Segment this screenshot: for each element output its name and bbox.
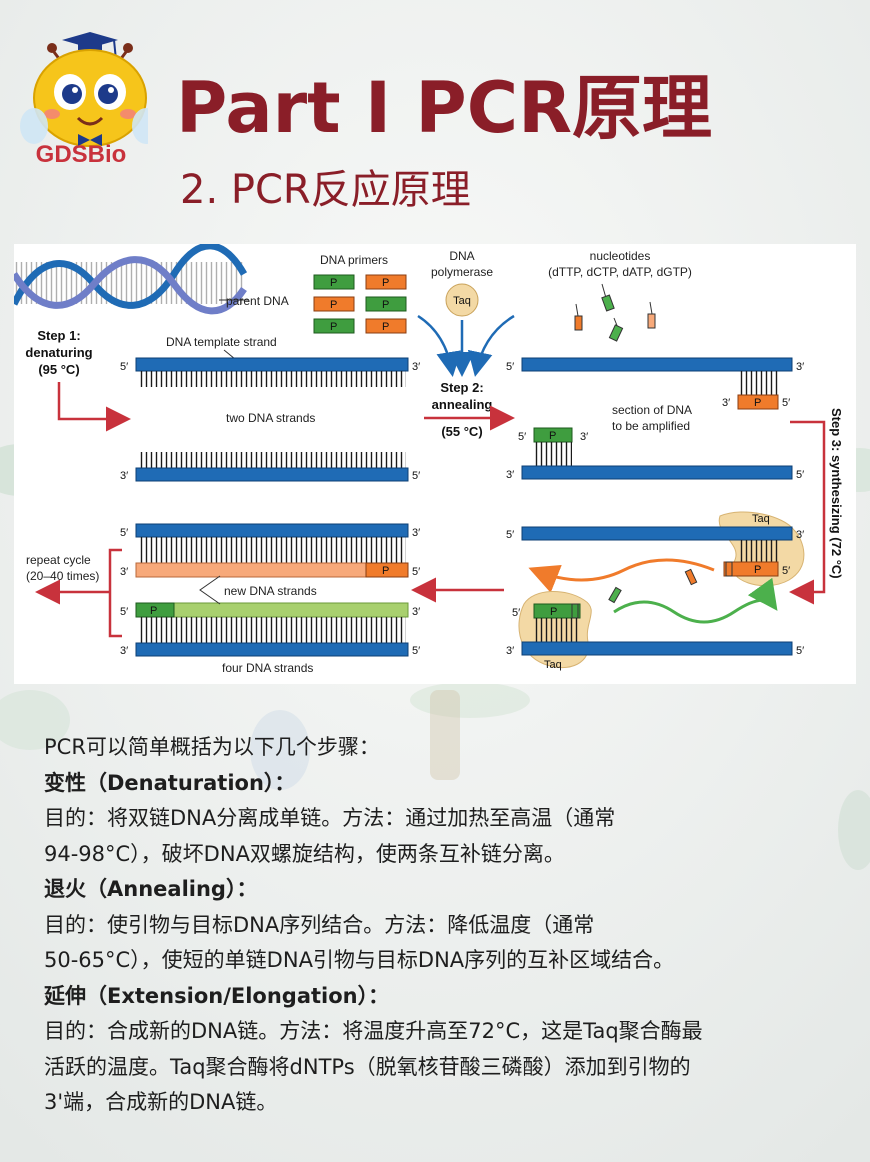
right-top-strand — [521, 357, 793, 410]
annealing-line-2: 50-65°C），使短的单链DNA引物与目标DNA序列的互补区域结合。 — [44, 948, 675, 972]
svg-text:3′: 3′ — [796, 529, 804, 541]
dna-polymerase-label-1: DNA — [449, 249, 474, 263]
dna-helix-icon — [14, 244, 248, 315]
svg-text:P: P — [382, 321, 389, 333]
svg-text:5′: 5′ — [796, 469, 804, 481]
step2-temp: (55 °C) — [441, 424, 482, 439]
step2-name: annealing — [432, 397, 493, 412]
right-synth-bottom — [521, 603, 793, 656]
nucleotides-list: (dTTP, dCTP, dATP, dGTP) — [548, 265, 692, 279]
svg-text:3′: 3′ — [412, 527, 420, 539]
svg-text:5′: 5′ — [120, 361, 128, 373]
svg-text:5′: 5′ — [412, 470, 420, 482]
new-strands-label: new DNA strands — [224, 584, 317, 598]
explanation-text: PCR可以简单概括为以下几个步骤： 变性（Denaturation）： 目的：将… — [44, 730, 844, 1121]
svg-text:3′: 3′ — [580, 431, 588, 443]
svg-text:5′: 5′ — [796, 645, 804, 657]
svg-text:P: P — [330, 299, 337, 311]
svg-text:P: P — [549, 430, 556, 442]
denaturation-line-1: 目的：将双链DNA分离成单链。方法：通过加热至高温（通常 — [44, 806, 616, 830]
dna-polymerase-label-2: polymerase — [431, 265, 493, 279]
svg-text:Taq: Taq — [752, 513, 770, 525]
step1-label: Step 1: — [37, 328, 80, 343]
repeat-cycle-count: (20–40 times) — [26, 569, 99, 583]
annealing-line-1: 目的：使引物与目标DNA序列结合。方法：降低温度（通常 — [44, 912, 595, 937]
svg-text:Taq: Taq — [453, 295, 471, 307]
svg-text:P: P — [330, 321, 337, 333]
page-title: Part I PCR原理 — [176, 67, 713, 149]
svg-text:3′: 3′ — [506, 645, 514, 657]
svg-text:3′: 3′ — [120, 470, 128, 482]
left-bottom-strand — [135, 452, 409, 482]
extension-heading: 延伸（Extension/Elongation）： — [44, 983, 390, 1008]
svg-text:3′: 3′ — [506, 469, 514, 481]
left-top-strand — [135, 357, 409, 387]
parent-dna-label: parent DNA — [226, 294, 289, 308]
svg-text:P: P — [754, 564, 761, 576]
step1-name: denaturing — [25, 345, 92, 360]
right-bottom-strand — [521, 427, 793, 480]
svg-text:5′: 5′ — [782, 397, 790, 409]
step3-label: Step 3: synthesizing (72 °C) — [829, 408, 844, 579]
nucleotides-label: nucleotides — [590, 249, 651, 263]
svg-text:5′: 5′ — [782, 565, 790, 577]
two-strands-label: two DNA strands — [226, 411, 315, 425]
primer-set — [313, 274, 407, 334]
denaturation-line-2: 94-98°C），破坏DNA双螺旋结构，使两条互补链分离。 — [44, 841, 565, 866]
extension-line-2: 活跃的温度。Taq聚合酶将dNTPs（脱氧核苷酸三磷酸）添加到引物的 — [44, 1054, 691, 1079]
svg-text:5′: 5′ — [412, 566, 420, 578]
right-synth-top — [521, 526, 793, 577]
extension-line-3: 3'端，合成新的DNA链。 — [44, 1090, 278, 1114]
svg-text:Taq: Taq — [544, 659, 562, 671]
annealing-heading: 退火（Annealing）： — [44, 877, 258, 901]
svg-text:5′: 5′ — [120, 606, 128, 618]
svg-text:3′: 3′ — [412, 606, 420, 618]
svg-text:3′: 3′ — [412, 361, 420, 373]
section-label-1: section of DNA — [612, 403, 692, 417]
page-subtitle: 2. PCR反应原理 — [180, 167, 471, 213]
svg-text:5′: 5′ — [506, 361, 514, 373]
svg-text:P: P — [754, 397, 761, 409]
section-label-2: to be amplified — [612, 419, 690, 433]
dna-primers-label: DNA primers — [320, 253, 388, 267]
svg-text:3′: 3′ — [796, 361, 804, 373]
pcr-diagram: parent DNA Step 1: denaturing (95 °C) DN… — [14, 244, 856, 684]
svg-text:P: P — [382, 299, 389, 311]
svg-text:3′: 3′ — [120, 566, 128, 578]
final-strands — [135, 523, 409, 657]
logo-text: GDSBio — [36, 141, 127, 168]
step1-temp: (95 °C) — [38, 362, 79, 377]
svg-text:5′: 5′ — [512, 607, 520, 619]
svg-text:3′: 3′ — [722, 397, 730, 409]
svg-text:5′: 5′ — [506, 529, 514, 541]
template-strand-label: DNA template strand — [166, 335, 277, 349]
taq-enzyme-icon — [445, 283, 479, 317]
intro-line: PCR可以简单概括为以下几个步骤： — [44, 735, 380, 759]
svg-text:5′: 5′ — [120, 527, 128, 539]
svg-text:P: P — [150, 605, 157, 617]
svg-text:P: P — [382, 565, 389, 577]
svg-text:3′: 3′ — [120, 645, 128, 657]
four-strands-label: four DNA strands — [222, 661, 313, 675]
step2-label: Step 2: — [440, 380, 483, 395]
svg-text:P: P — [382, 277, 389, 289]
svg-text:P: P — [550, 606, 557, 618]
gdsbio-bee-logo: GDSBio — [20, 32, 148, 168]
svg-text:5′: 5′ — [518, 431, 526, 443]
denaturation-heading: 变性（Denaturation）： — [44, 770, 296, 795]
nucleotide-icons — [574, 283, 656, 342]
repeat-cycle-label: repeat cycle — [26, 553, 91, 567]
svg-text:P: P — [330, 277, 337, 289]
svg-text:5′: 5′ — [412, 645, 420, 657]
extension-line-1: 目的：合成新的DNA链。方法：将温度升高至72°C，这是Taq聚合酶最 — [44, 1019, 703, 1043]
